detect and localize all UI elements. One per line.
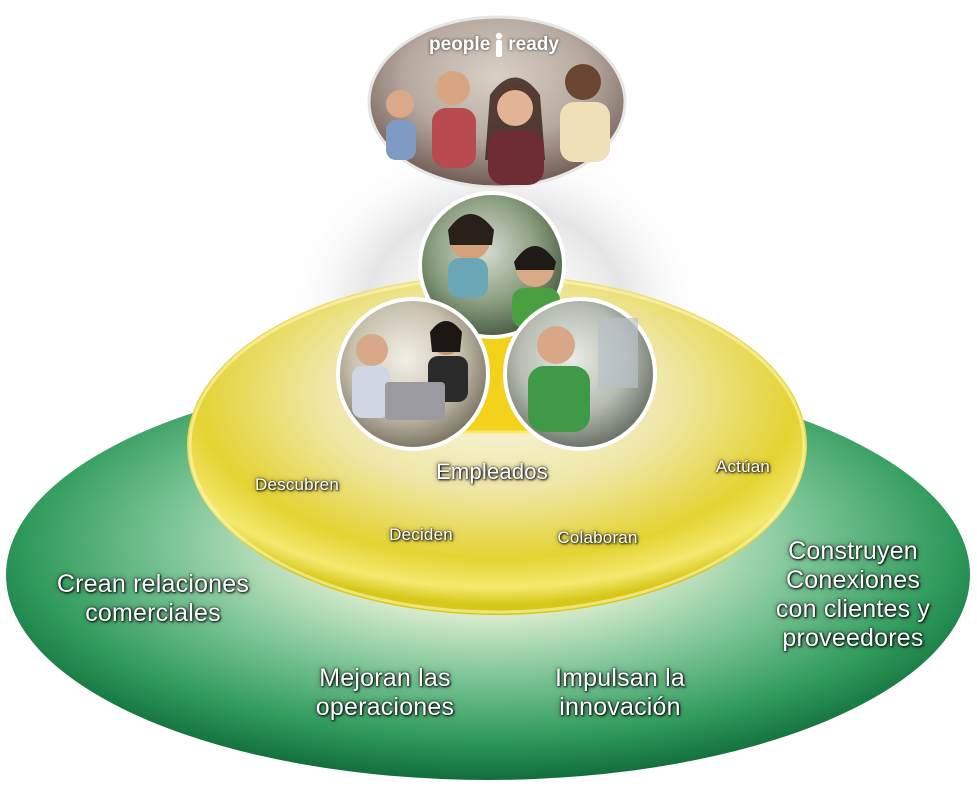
outcome-line: Impulsan la (554, 664, 686, 692)
outcome-line: Mejoran las (319, 664, 451, 692)
action-label-deciden: Deciden (389, 525, 453, 544)
outcome-line: Crean relaciones (56, 570, 250, 598)
outcome-impulsan-innovacion: Impulsan la innovación (525, 664, 715, 722)
center-label-empleados: Empleados (436, 459, 548, 484)
logo-figure-icon (494, 32, 504, 58)
circle-right-people (528, 318, 638, 432)
outcome-line: comerciales (85, 599, 221, 627)
action-label-descubren: Descubren (254, 475, 339, 494)
outcome-mejoran-operaciones: Mejoran las operaciones (290, 664, 480, 722)
outcome-line: operaciones (315, 693, 455, 721)
circle-left-people (352, 321, 468, 420)
outcome-line: proveedores (782, 624, 924, 652)
outcome-line: Construyen (788, 537, 918, 565)
action-label-colaboran: Colaboran (557, 528, 638, 547)
outcome-line: con clientes y (775, 595, 931, 623)
logo-word-people: people (429, 34, 491, 55)
top-photo-people (386, 64, 610, 185)
action-label-actuan: Actúan (715, 457, 771, 476)
outcome-crean-relaciones: Crean relaciones comerciales (28, 570, 278, 628)
outcome-line: Conexiones (785, 566, 921, 594)
outcome-construyen-conexiones: Construyen Conexiones con clientes y pro… (748, 537, 958, 653)
outcome-line: innovación (559, 693, 681, 721)
people-ready-logo: people ready (409, 30, 579, 60)
logo-word-ready: ready (508, 34, 559, 55)
